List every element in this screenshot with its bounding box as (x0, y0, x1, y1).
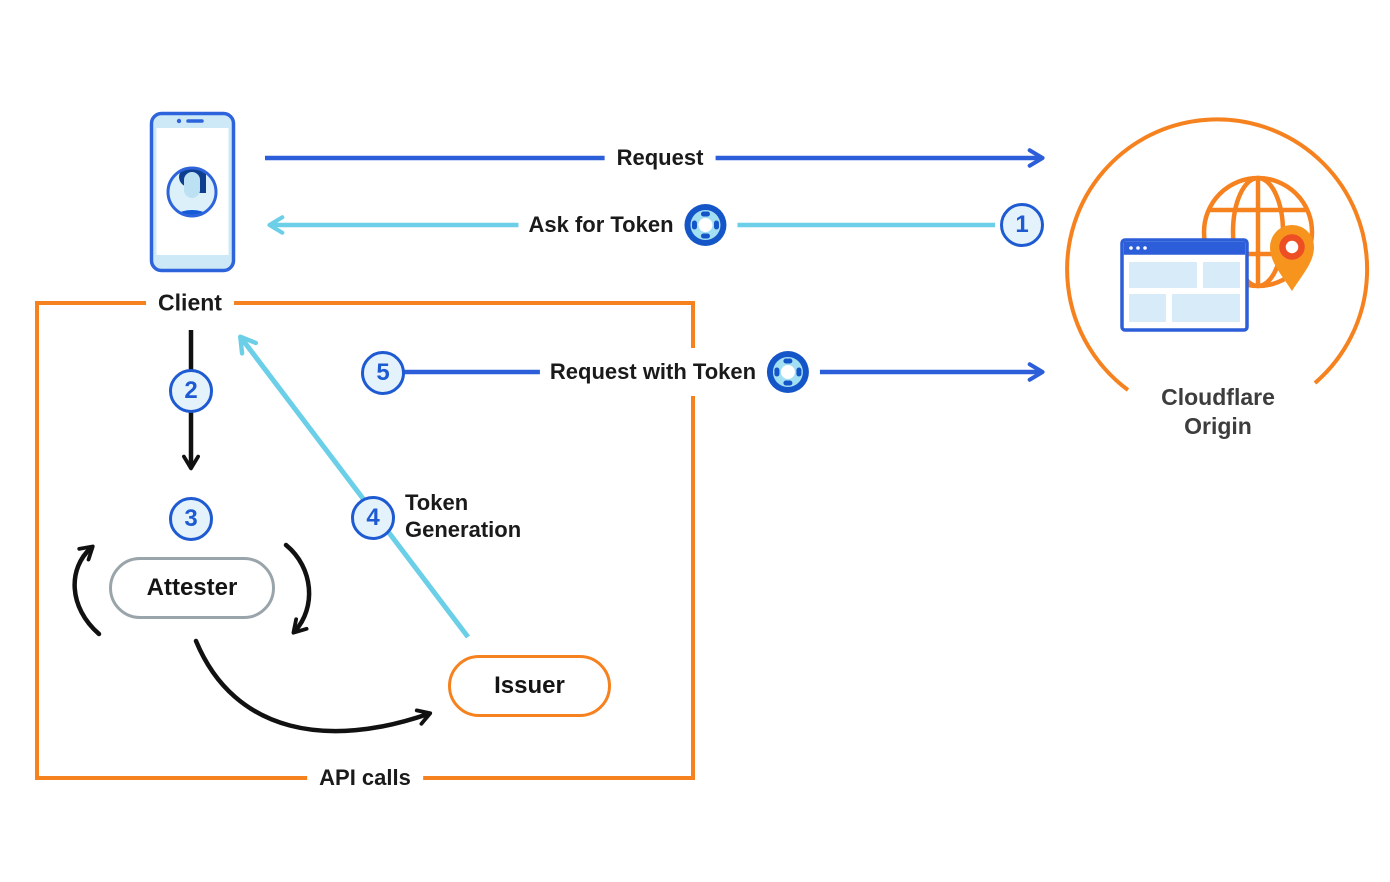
issuer-label: Issuer (494, 672, 565, 699)
token-generation-arrow (238, 334, 470, 639)
attester-loop-right-arc (283, 542, 312, 635)
globe-browser-pin-icon (1120, 175, 1315, 332)
user-avatar (169, 168, 215, 216)
attester-node: Attester (109, 557, 275, 619)
ask-for-token-label-row: Ask for Token (518, 201, 738, 249)
step-badge-5: 5 (361, 351, 405, 395)
issuer-node: Issuer (448, 655, 611, 717)
step-badge-1: 1 (1000, 203, 1044, 247)
step-badge-2: 2 (169, 369, 213, 413)
phone-camera-dot (176, 118, 182, 124)
attester-loop-left-arc (72, 544, 102, 637)
smartphone-user-icon (149, 111, 236, 273)
browser-window-icon (1120, 238, 1249, 332)
request-with-token-label-row: Request with Token (539, 348, 821, 396)
cloudflare-origin-label: Cloudflare Origin (1153, 383, 1283, 441)
step-badge-3: 3 (169, 497, 213, 541)
request-with-token-label: Request with Token (549, 359, 757, 384)
location-pin-icon (1270, 225, 1314, 291)
token-icon (684, 204, 727, 246)
ask-for-token-label: Ask for Token (528, 212, 674, 237)
request-label: Request (604, 142, 716, 174)
attester-to-issuer-arrow (193, 638, 433, 734)
api-calls-label: API calls (307, 762, 423, 794)
token-generation-label: Token Generation (405, 490, 522, 542)
cloudflare-origin-circle (1065, 117, 1370, 392)
step-badge-4: 4 (351, 496, 395, 540)
client-label: Client (146, 287, 234, 319)
attester-label: Attester (146, 574, 238, 601)
token-icon (767, 351, 810, 393)
